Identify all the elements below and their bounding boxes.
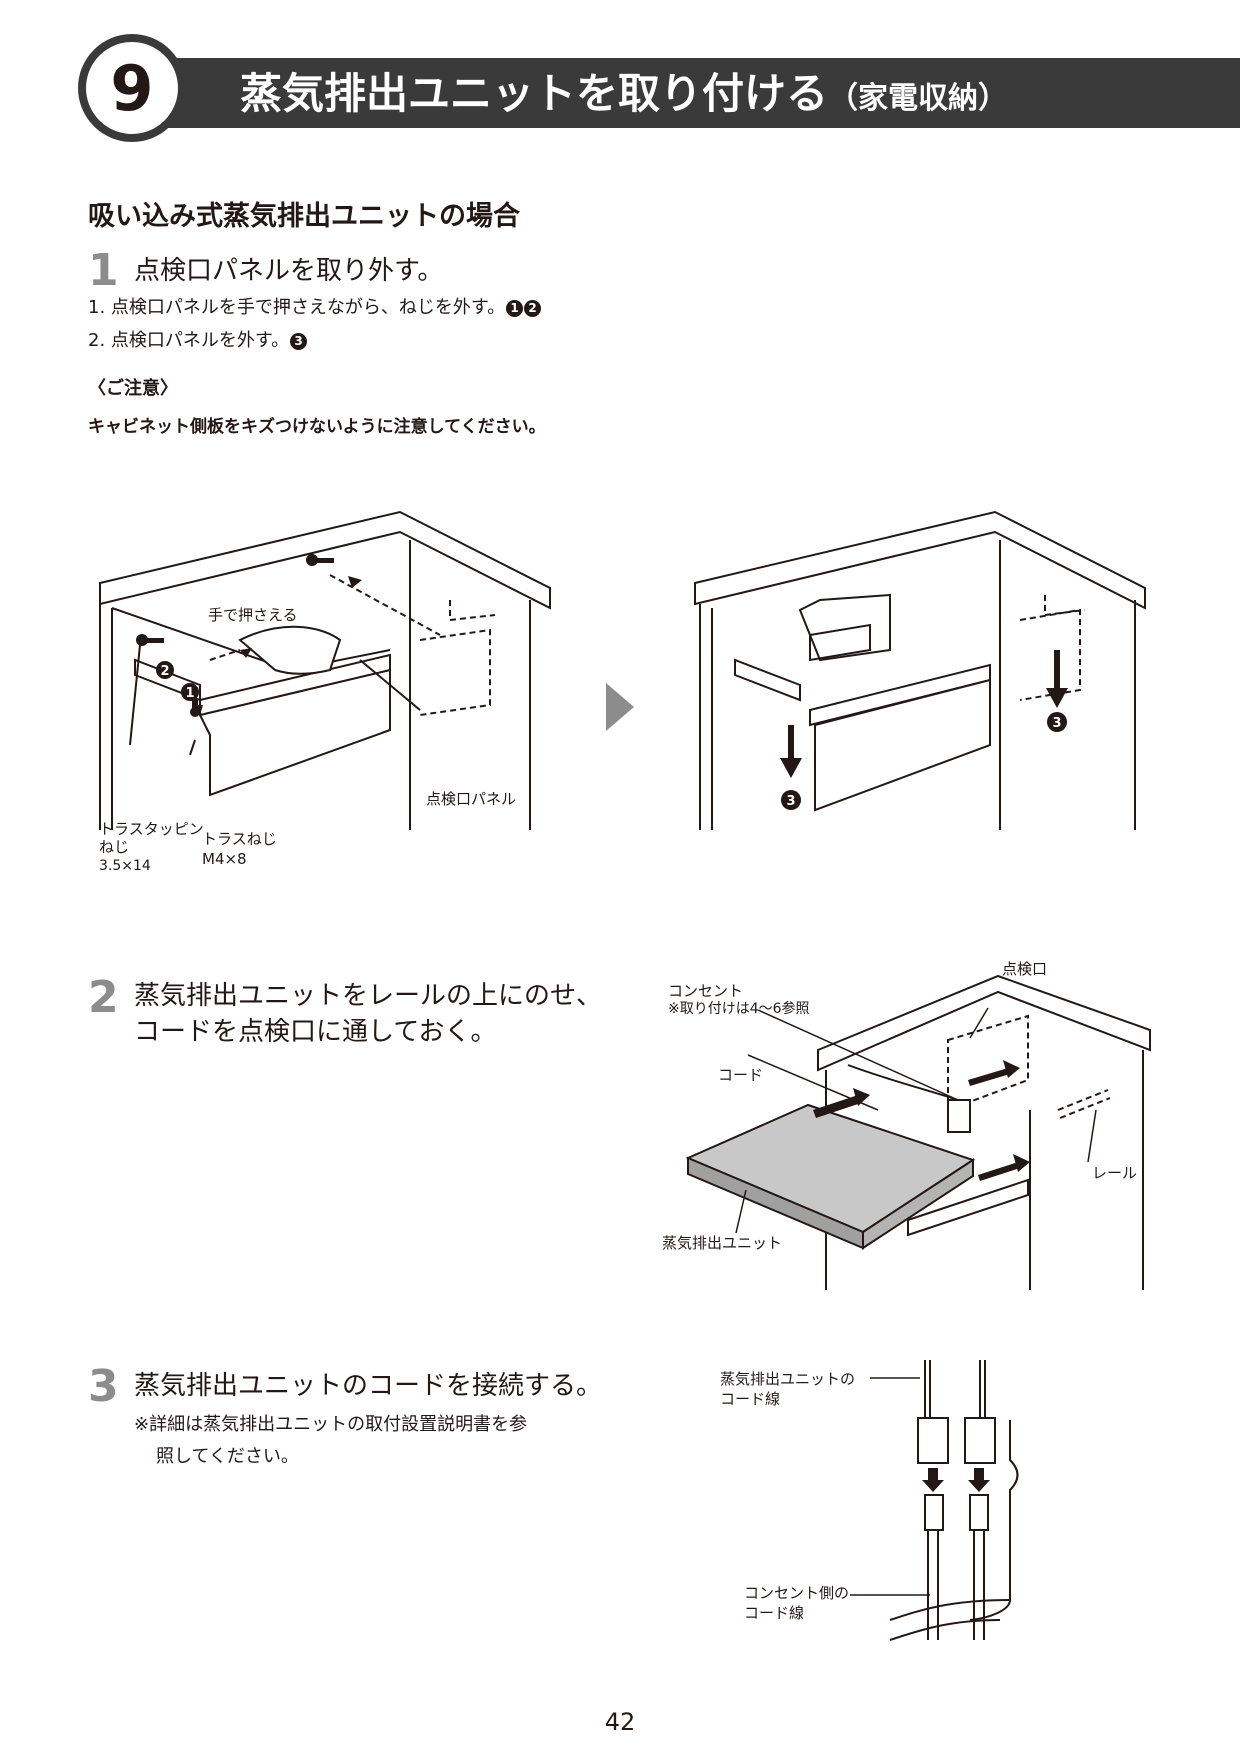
figure-install-unit: [685, 974, 1151, 1290]
step3-title: 蒸気排出ユニットのコードを接続する。: [134, 1371, 603, 1401]
label-hand: 手で押さえる: [208, 606, 298, 624]
step2-title-line1: 蒸気排出ユニットをレールの上にのせ、: [134, 981, 603, 1011]
header-bar: [160, 58, 1240, 128]
label-outlet: コンセント: [668, 982, 744, 1000]
label-rail: レール: [1092, 1164, 1138, 1182]
badge-1: 1: [506, 299, 524, 317]
label-unit: 蒸気排出ユニット: [662, 1234, 783, 1252]
label-outlet-cord-1: コンセント側の: [744, 1584, 850, 1602]
step1-title: 点検口パネルを取り外す。: [134, 256, 444, 286]
label-tapping-screw-2: ねじ: [99, 838, 130, 856]
page-title: 蒸気排出ユニットを取り付ける（家電収納）: [240, 62, 1008, 126]
step1-item-2: 2. 点検口パネルを外す。3: [88, 328, 308, 354]
step1-number: 1: [88, 245, 119, 296]
label-unit-cord-1: 蒸気排出ユニットの: [720, 1370, 856, 1388]
label-tapping-screw-1: トラスタッピン: [99, 820, 204, 838]
label-truss-screw: トラスねじ: [202, 830, 277, 848]
label-tapping-screw-size: 3.5×14: [99, 858, 151, 874]
figure-remove-panel: 2 1: [99, 510, 551, 830]
figure-panel-removed: 3 3: [694, 510, 1146, 830]
leader-lines: [870, 1377, 920, 1379]
section-title: 吸い込み式蒸気排出ユニットの場合: [88, 201, 520, 232]
step2-number: 2: [88, 972, 119, 1023]
figure1-badge-1: 1: [185, 686, 194, 701]
figure1-badge-3a: 3: [786, 794, 795, 809]
figure1-badge-2: 2: [160, 664, 169, 679]
badge-3: 3: [290, 332, 308, 350]
step3-number: 3: [88, 1361, 119, 1412]
label-panel: 点検口パネル: [426, 790, 517, 808]
figure1-badge-3b: 3: [1052, 716, 1061, 731]
caution-text: キャビネット側板をキズつけないように注意してください。: [88, 417, 546, 437]
right-arrow-icon: [606, 683, 634, 731]
page-number: 42: [604, 1708, 636, 1736]
leader-line-outlet: [850, 1594, 930, 1596]
step2-title-line2: コードを点検口に通しておく。: [134, 1017, 497, 1047]
label-inspection-opening: 点検口: [1002, 960, 1048, 978]
step3-note-line2: 照してください。: [156, 1446, 299, 1467]
page-title-sub: （家電収納）: [828, 81, 1009, 116]
label-outlet-note: ※取り付けは4〜6参照: [668, 1001, 810, 1017]
label-cord: コード: [718, 1066, 764, 1084]
step3-note-line1: ※詳細は蒸気排出ユニットの取付設置説明書を参: [134, 1414, 528, 1435]
figure-connect-cord: [889, 1360, 1019, 1641]
page-title-main: 蒸気排出ユニットを取り付ける: [240, 69, 829, 118]
badge-2: 2: [524, 299, 542, 317]
label-truss-screw-size: M4×8: [202, 850, 247, 868]
label-unit-cord-2: コード線: [720, 1390, 781, 1408]
label-outlet-cord-2: コード線: [744, 1604, 805, 1622]
step-number-badge: 9: [78, 34, 186, 142]
caution-heading: 〈ご注意〉: [88, 378, 178, 399]
step-number: 9: [110, 52, 153, 125]
